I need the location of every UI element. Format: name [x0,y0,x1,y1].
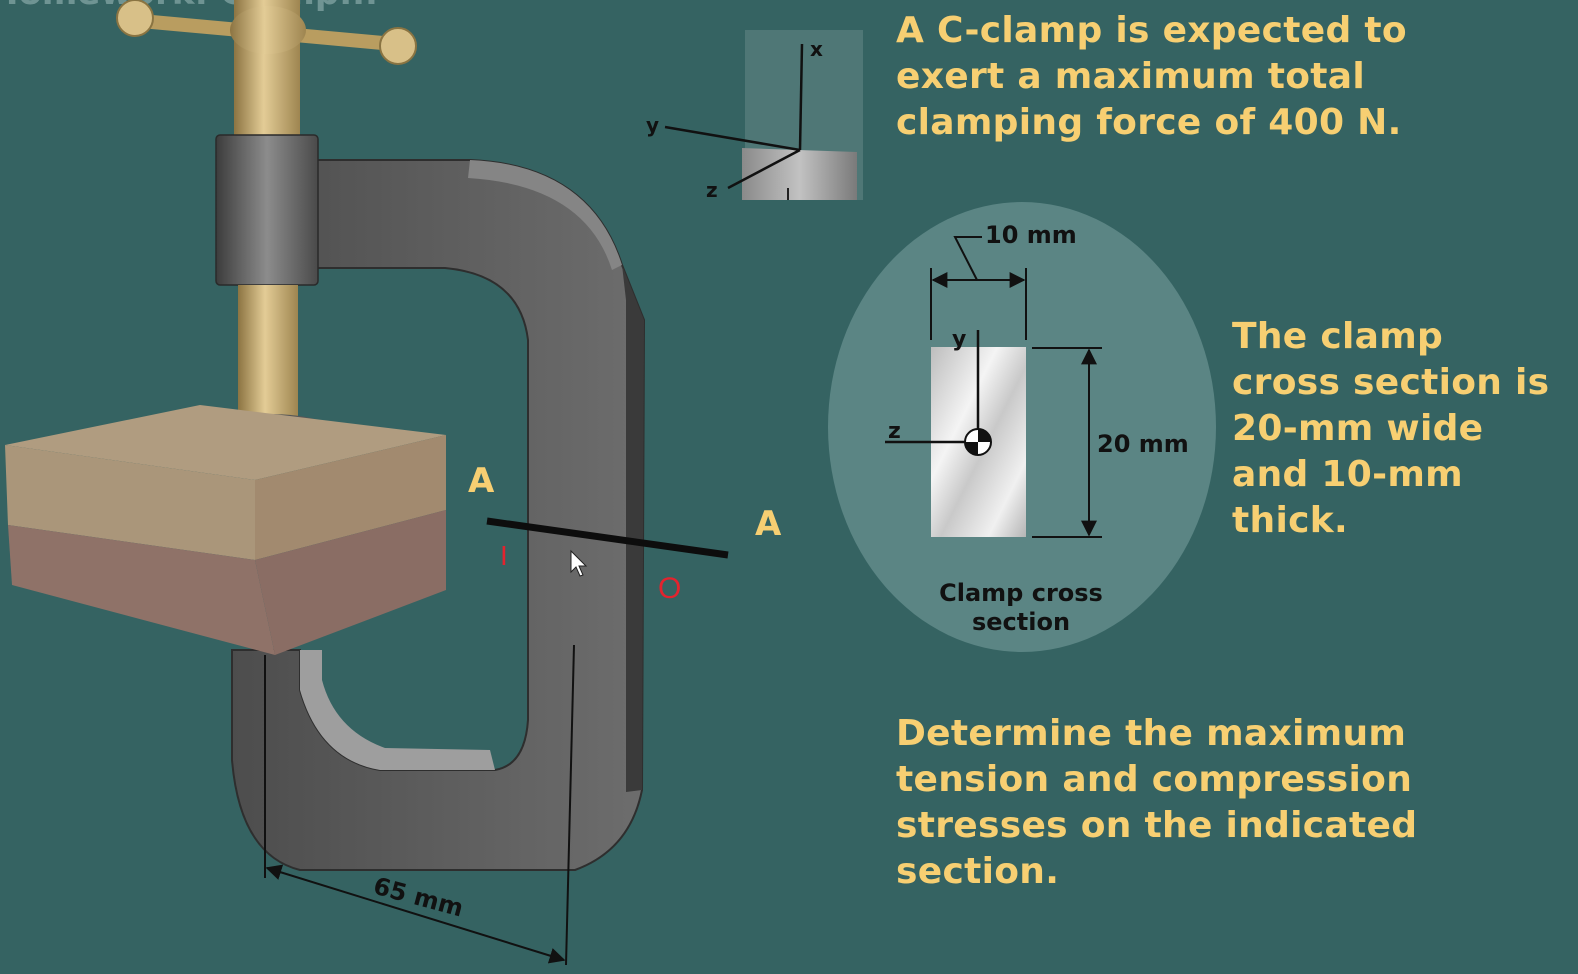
axis-x-label: x [810,37,823,61]
distance-dimension [264,644,575,966]
width-dimension-label: 10 mm [985,221,1077,249]
axes-inset [664,30,863,200]
outer-fiber-label: O [658,572,681,605]
text-line: and 10-mm [1232,454,1463,495]
axis-z-label: z [706,178,718,202]
cs-y-axis-label: y [952,327,966,352]
text-line: The clamp [1232,316,1444,357]
section-label-left: A [468,461,495,501]
problem-task-text: Determine the maximum tension and compre… [896,711,1417,895]
text-line: 20-mm wide [1232,408,1484,449]
cross-section-caption-1: Clamp cross [939,579,1103,607]
axis-y-label: y [646,113,659,137]
text-line: thick. [1232,500,1348,541]
text-line: stresses on the indicated [896,805,1418,846]
mouse-cursor-icon [570,549,588,577]
page-title-fragment: Homework: Clamp... [0,0,378,13]
text-line: tension and compression [896,759,1413,800]
cross-section-caption-2: section [972,608,1070,636]
text-line: section. [896,851,1060,892]
cs-z-axis-label: z [888,419,901,444]
workpiece-block [5,405,446,655]
c-clamp-frame [231,159,646,871]
text-line: clamping force of 400 N. [896,102,1402,143]
cross-section-shape [885,236,1102,538]
problem-intro-text: A C-clamp is expected to exert a maximum… [896,8,1407,146]
inner-fiber-label: I [500,540,508,571]
text-line: A C-clamp is expected to [896,10,1407,51]
text-line: exert a maximum total [896,56,1366,97]
height-dimension-label: 20 mm [1097,430,1189,458]
section-line-aa [486,517,729,559]
text-line: cross section is [1232,362,1550,403]
cross-section-description: The clamp cross section is 20-mm wide an… [1232,314,1549,544]
section-label-right: A [755,504,782,544]
text-line: Determine the maximum [896,713,1407,754]
